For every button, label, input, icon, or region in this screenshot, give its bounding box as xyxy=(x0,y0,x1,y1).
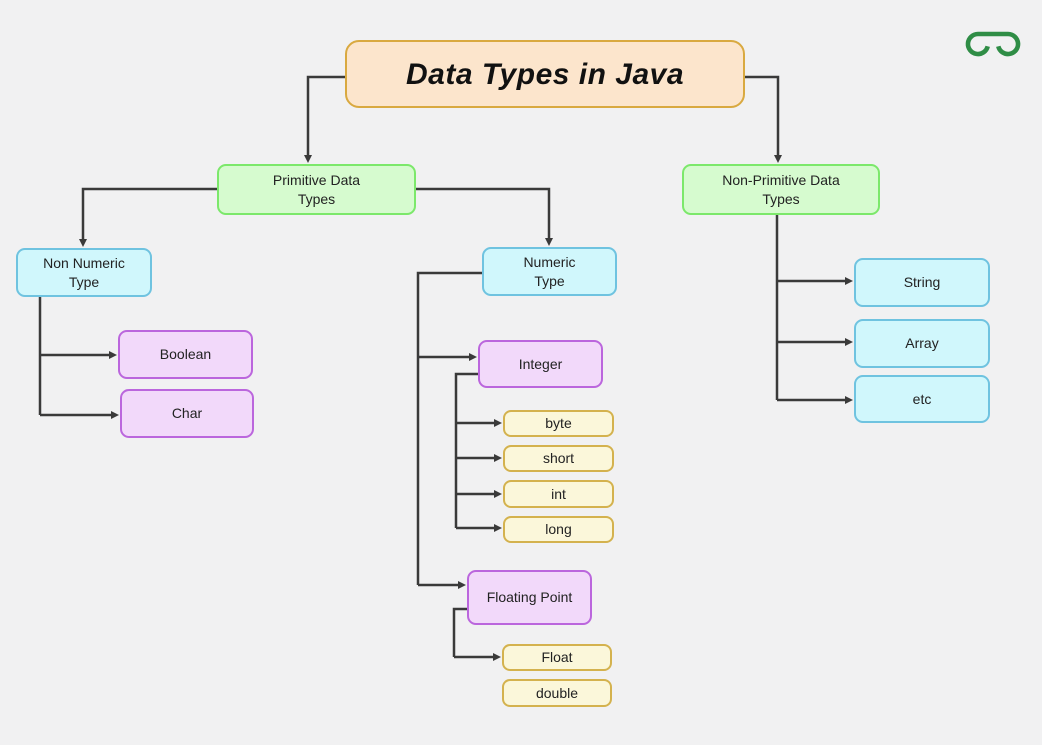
node-numeric-type: Numeric Type xyxy=(482,247,617,296)
node-non-primitive-data-types: Non-Primitive Data Types xyxy=(682,164,880,215)
node-label: long xyxy=(545,521,572,538)
node-byte: byte xyxy=(503,410,614,437)
node-primitive-data-types: Primitive Data Types xyxy=(217,164,416,215)
node-integer: Integer xyxy=(478,340,603,388)
node-label: etc xyxy=(912,390,932,407)
connector-title-to-primitive xyxy=(304,75,345,163)
node-title: Data Types in Java xyxy=(345,40,745,108)
node-long: long xyxy=(503,516,614,543)
connector-numeric-trunk xyxy=(416,271,482,585)
node-label: byte xyxy=(545,415,572,432)
node-label: Primitive Data Types xyxy=(272,172,361,207)
node-char: Char xyxy=(120,389,254,438)
node-label: Floating Point xyxy=(486,589,573,606)
node-label: Non Numeric Type xyxy=(43,255,125,290)
node-label: Boolean xyxy=(159,346,212,363)
node-floating-point: Floating Point xyxy=(467,570,592,625)
node-label: Numeric Type xyxy=(523,254,576,289)
node-array: Array xyxy=(854,319,990,368)
connector-primitive-to-non-numeric xyxy=(79,187,217,247)
geeksforgeeks-logo-icon xyxy=(965,31,1021,57)
title-label: Data Types in Java xyxy=(405,57,685,91)
connector-integer-trunk xyxy=(454,372,478,528)
node-label: Integer xyxy=(518,355,563,372)
node-label: Float xyxy=(541,649,573,666)
node-label: Non-Primitive Data Types xyxy=(722,172,840,207)
node-short: short xyxy=(503,445,614,472)
connector-floating-trunk xyxy=(452,607,467,657)
connector-title-to-non-primitive xyxy=(745,75,782,163)
node-boolean: Boolean xyxy=(118,330,253,379)
node-label: Char xyxy=(171,405,203,422)
node-label: int xyxy=(551,485,566,502)
node-int: int xyxy=(503,480,614,508)
node-label: String xyxy=(903,274,941,291)
node-label: double xyxy=(535,684,579,701)
node-label: short xyxy=(542,450,575,467)
node-float: Float xyxy=(502,644,612,671)
node-label: Array xyxy=(905,335,939,352)
node-string: String xyxy=(854,258,990,307)
node-double: double xyxy=(502,679,612,707)
node-etc: etc xyxy=(854,375,990,423)
connector-primitive-to-numeric xyxy=(416,187,553,246)
node-non-numeric-type: Non Numeric Type xyxy=(16,248,152,297)
